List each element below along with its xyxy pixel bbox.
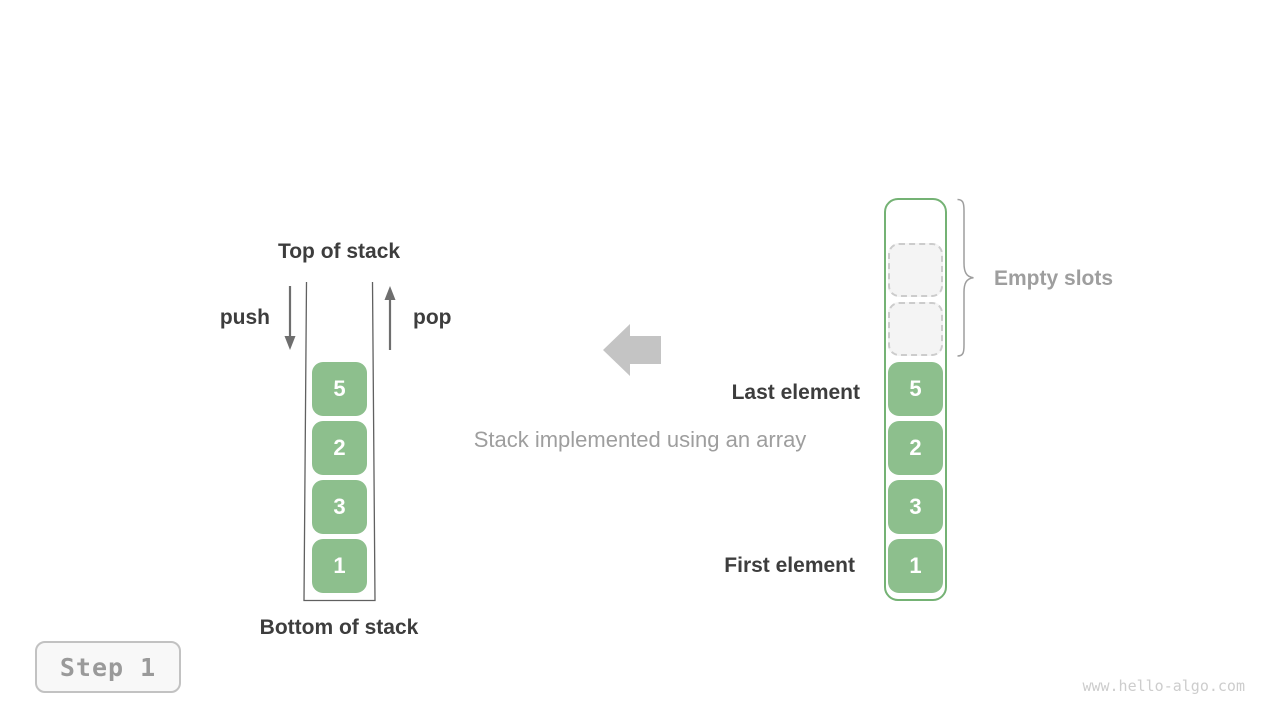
empty-slots-brace xyxy=(957,198,974,357)
empty-slot xyxy=(888,302,943,356)
empty-slot xyxy=(888,243,943,297)
stack-cell: 1 xyxy=(312,539,367,593)
left-block-arrow-icon xyxy=(603,324,661,376)
array-cell: 5 xyxy=(888,362,943,416)
array-cell: 1 xyxy=(888,539,943,593)
step-badge: Step 1 xyxy=(35,641,181,693)
figure-caption: Stack implemented using an array xyxy=(473,427,807,452)
push-label: push xyxy=(219,306,270,329)
pop-arrow-icon xyxy=(384,286,396,350)
stack-cell: 5 xyxy=(312,362,367,416)
array-cell: 2 xyxy=(888,421,943,475)
watermark: www.hello-algo.com xyxy=(1082,677,1245,695)
empty-slots-label: Empty slots xyxy=(994,267,1114,290)
bottom-of-stack-label: Bottom of stack xyxy=(259,616,419,639)
pop-label: pop xyxy=(413,306,452,329)
first-element-label: First element xyxy=(724,554,855,577)
array-cell: 3 xyxy=(888,480,943,534)
stack-cell: 3 xyxy=(312,480,367,534)
push-arrow-icon xyxy=(284,286,296,350)
stack-cell: 2 xyxy=(312,421,367,475)
last-element-label: Last element xyxy=(731,381,860,404)
top-of-stack-label: Top of stack xyxy=(277,240,401,263)
